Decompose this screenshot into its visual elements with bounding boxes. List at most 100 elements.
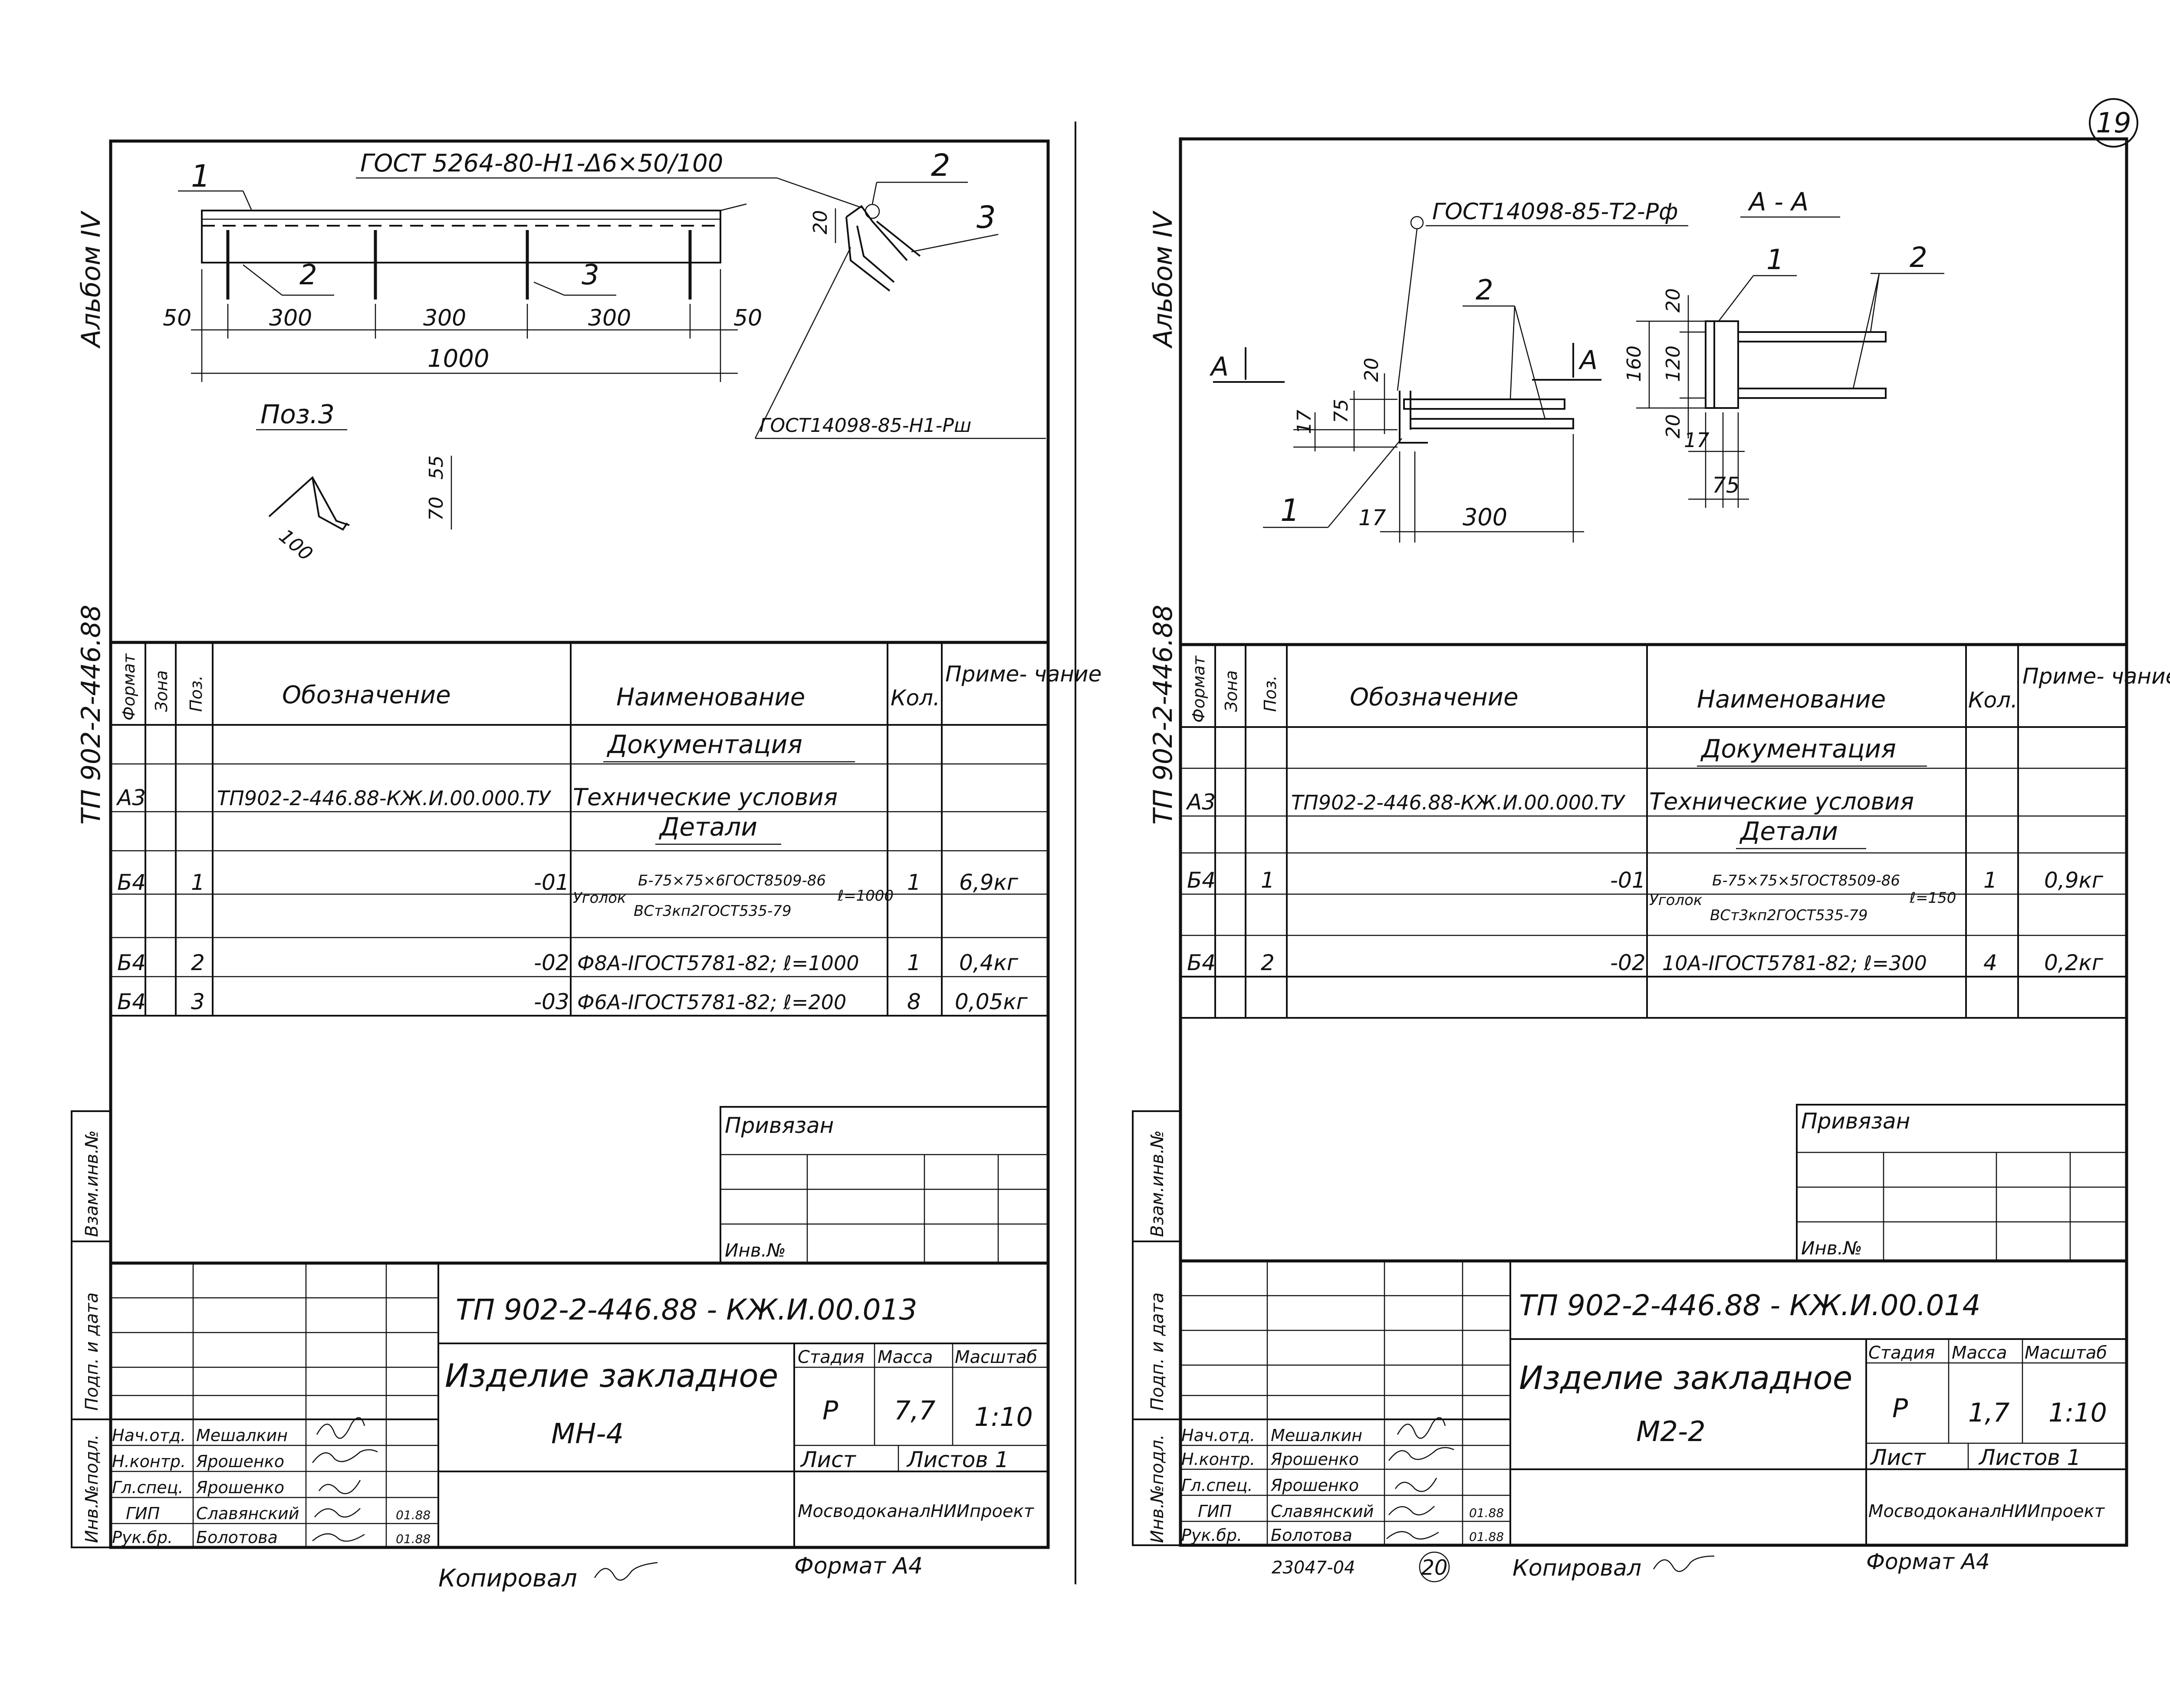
scale: 1:10 <box>974 1402 1033 1432</box>
stamp-podp: Подп. и дата <box>1147 1293 1167 1411</box>
format-label: Формат А4 <box>794 1553 923 1579</box>
r1-note: 0,9кг <box>2044 868 2104 893</box>
r2-note: 0,2кг <box>2044 950 2104 975</box>
dim-300-2: 300 <box>423 305 466 331</box>
r1-pos: 1 <box>1261 868 1275 893</box>
doc-oboz: ТП902-2-446.88-КЖ.И.00.000.ТУ <box>217 787 552 810</box>
th-note: Приме- чание <box>945 661 1101 687</box>
copied-signature <box>1653 1555 1715 1572</box>
drawing-embed-mn4: ГОСТ 5264-80-Н1-Δ6×50/100 1 2 3 <box>163 148 1046 565</box>
pos-label: Поз.3 <box>260 399 335 430</box>
signature-3 <box>318 1480 361 1494</box>
section-doc: Документация <box>606 730 802 759</box>
gost-top: ГОСТ14098-85-Т2-Рф <box>1432 199 1678 225</box>
signature-4 <box>314 1508 361 1518</box>
callout-2: 2 <box>299 259 317 291</box>
th-zone: Зона <box>1222 670 1241 712</box>
sheet-label: Лист <box>1870 1445 1927 1470</box>
r2-qty: 1 <box>907 950 921 975</box>
item-name: Изделие закладное <box>1519 1359 1852 1397</box>
album-label: Альбом IV <box>76 211 106 349</box>
privyazan-box-left: Привязан Инв.№ <box>720 1106 1049 1264</box>
r3-name: Ф6А-IГОСТ5781-82; ℓ=200 <box>577 991 846 1014</box>
date-4: 01.88 <box>1469 1506 1504 1520</box>
stage: Р <box>822 1395 838 1426</box>
dim-l-75: 75 <box>1330 399 1352 423</box>
role-3: Гл.спец. <box>1181 1476 1253 1495</box>
drawing-code: ТП 902-2-446.88 - КЖ.И.00.013 <box>456 1293 917 1326</box>
side-code: ТП 902-2-446.88 <box>76 605 106 825</box>
r2-oboz: -02 <box>534 950 569 975</box>
privyazan: Привязан <box>725 1113 834 1138</box>
r1-line2: ВСт3кп2ГОСТ535-79 <box>1710 907 1868 924</box>
name-3: Ярошенко <box>1270 1476 1359 1495</box>
sheet-frame <box>1179 137 2128 1547</box>
inv-no: Инв.№ <box>1801 1237 1862 1259</box>
role-4: ГИП <box>126 1504 160 1523</box>
role-2: Н.контр. <box>112 1452 186 1471</box>
dim-20: 20 <box>809 210 832 234</box>
gost-top: ГОСТ 5264-80-Н1-Δ6×50/100 <box>360 149 723 178</box>
callout-3: 3 <box>582 259 599 291</box>
name-1: Мешалкин <box>1271 1426 1362 1445</box>
r1-pos: 1 <box>191 870 205 895</box>
callout-3b: 3 <box>976 200 996 235</box>
copied-signature <box>594 1562 658 1581</box>
inv-no: Инв.№ <box>725 1240 786 1261</box>
signature-3 <box>1394 1478 1437 1492</box>
spec-table-left: Формат Зона Поз. Обозначение Наименовани… <box>111 641 1101 1017</box>
callout-1: 1 <box>191 158 210 194</box>
r1-line2: ВСт3кп2ГОСТ535-79 <box>634 902 792 920</box>
name-1: Мешалкин <box>196 1426 288 1445</box>
r1-oboz: -01 <box>1610 868 1646 893</box>
role-3: Гл.спец. <box>112 1478 184 1497</box>
th-name: Наименование <box>1697 685 1886 714</box>
dim-l-17: 17 <box>1293 410 1315 434</box>
r3-format: Б4 <box>117 989 146 1014</box>
r2-note: 0,4кг <box>959 950 1019 975</box>
th-format: Формат <box>1189 655 1208 723</box>
stamp-vzam: Взам.инв.№ <box>82 1130 102 1237</box>
date-5: 01.88 <box>396 1532 431 1546</box>
dim-300-3: 300 <box>588 305 631 331</box>
dim-l-300: 300 <box>1463 504 1507 531</box>
callout-1: 1 <box>1280 493 1300 528</box>
copied-label: Копировал <box>438 1564 577 1593</box>
pos-dim-100: 100 <box>275 525 317 565</box>
section-mark-a2: А <box>1578 345 1598 375</box>
signature-2 <box>312 1449 378 1463</box>
callout-2: 2 <box>1476 274 1493 306</box>
pos-dim-55: 55 <box>425 455 447 480</box>
dim-l-17b: 17 <box>1358 505 1386 530</box>
th-name: Наименование <box>616 683 805 711</box>
scale-h: Масштаб <box>2025 1343 2107 1363</box>
r2-name: Ф8А-IГОСТ5781-82; ℓ=1000 <box>577 951 859 975</box>
th-oboz: Обозначение <box>1350 683 1519 711</box>
signature-1 <box>316 1417 365 1439</box>
bottom-number: 20 <box>1421 1556 1447 1580</box>
item-mark: М2-2 <box>1636 1416 1706 1448</box>
stamp-podp: Подп. и дата <box>82 1293 102 1411</box>
r3-oboz: -03 <box>534 989 569 1014</box>
section-mark-a1: А <box>1209 352 1229 382</box>
r1-oboz: -01 <box>534 870 569 895</box>
r1-note: 6,9кг <box>959 870 1019 895</box>
org: МосводоканалНИИпроект <box>1868 1501 2105 1521</box>
pos3-hook <box>268 476 350 526</box>
item-name: Изделие закладное <box>445 1357 778 1395</box>
r1-suffix: ℓ=150 <box>1909 889 1956 907</box>
r1-prefix: Уголок <box>573 889 626 907</box>
sheet-label: Лист <box>800 1447 857 1472</box>
role-2: Н.контр. <box>1181 1450 1255 1469</box>
dim-total: 1000 <box>427 345 490 373</box>
side-section <box>845 205 921 292</box>
r3-qty: 8 <box>907 989 921 1014</box>
name-4: Славянский <box>1271 1502 1374 1521</box>
doc-name: Технические условия <box>573 783 838 811</box>
th-format: Формат <box>119 653 138 721</box>
r2-pos: 2 <box>191 950 205 975</box>
date-4: 01.88 <box>396 1508 431 1522</box>
scale: 1:10 <box>2048 1398 2107 1428</box>
org: МосводоканалНИИпроект <box>798 1501 1035 1521</box>
